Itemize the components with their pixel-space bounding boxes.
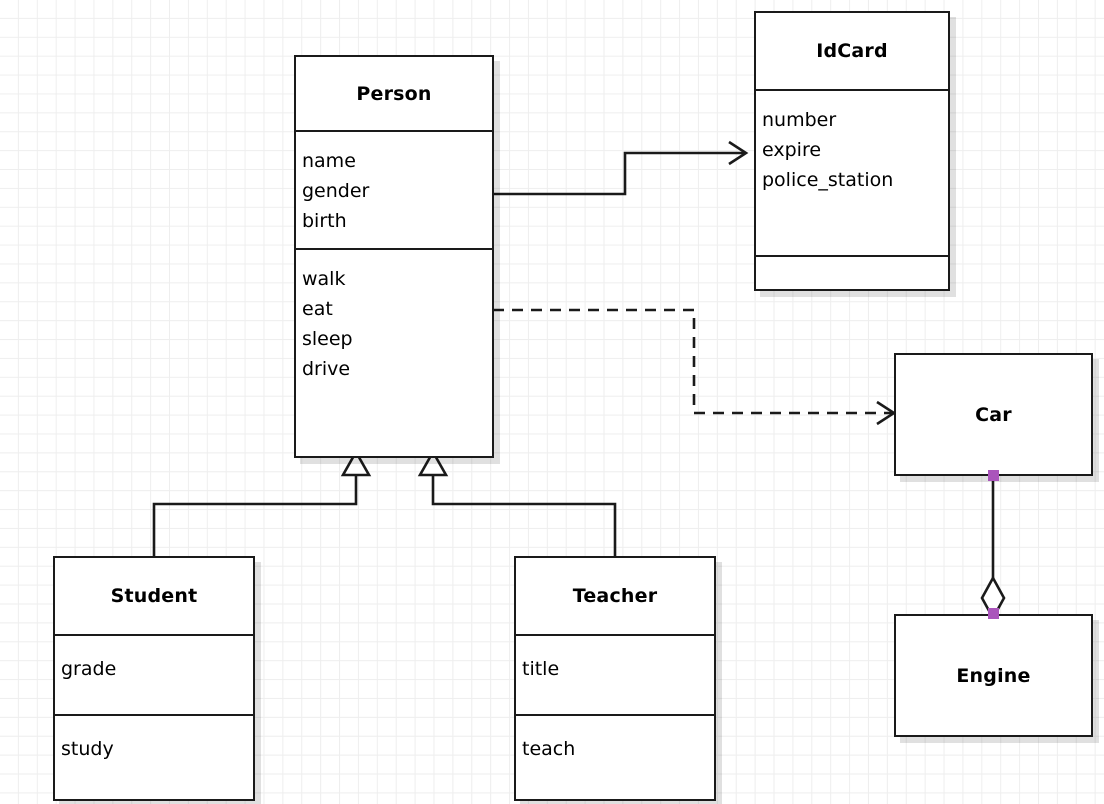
- class-box-car[interactable]: Car: [894, 353, 1093, 476]
- class-box-student[interactable]: Student grade study: [53, 556, 255, 801]
- attributes-compartment-idcard[interactable]: number expire police_station: [756, 89, 948, 255]
- attribute-item: birth: [302, 210, 347, 232]
- attribute-item: police_station: [762, 169, 894, 191]
- class-name-car: Car: [975, 403, 1012, 426]
- aggregation-car-engine[interactable]: [980, 476, 1006, 621]
- class-name-person: Person: [356, 82, 432, 105]
- class-name-idcard: IdCard: [816, 40, 888, 62]
- generalization-teacher-person[interactable]: [417, 449, 617, 556]
- attribute-item: gender: [302, 180, 370, 202]
- attribute-item: number: [762, 109, 837, 131]
- class-name-teacher: Teacher: [572, 585, 658, 607]
- class-box-idcard[interactable]: IdCard number expire police_station: [754, 11, 950, 291]
- attribute-item: expire: [762, 139, 822, 161]
- attributes-compartment-teacher[interactable]: title: [516, 634, 714, 714]
- edge-handle-target[interactable]: [988, 608, 999, 619]
- attribute-item: name: [302, 150, 356, 172]
- edge-handle-source[interactable]: [988, 470, 999, 481]
- generalization-student-person[interactable]: [152, 449, 372, 556]
- operations-compartment-student[interactable]: study: [55, 714, 253, 799]
- class-name-student: Student: [110, 585, 198, 607]
- attribute-item: grade: [61, 658, 117, 680]
- class-box-teacher[interactable]: Teacher title teach: [514, 556, 716, 801]
- operation-item: teach: [522, 738, 576, 760]
- operation-item: walk: [302, 268, 346, 290]
- attribute-item: title: [522, 658, 560, 680]
- class-box-person[interactable]: Person name gender birth walk eat sleep …: [294, 55, 494, 458]
- operation-item: study: [61, 738, 114, 760]
- operations-compartment-teacher[interactable]: teach: [516, 714, 714, 799]
- operations-compartment-person[interactable]: walk eat sleep drive: [296, 248, 492, 456]
- association-person-idcard[interactable]: [493, 140, 749, 196]
- class-name-engine: Engine: [956, 664, 1031, 687]
- operation-item: drive: [302, 358, 351, 380]
- attributes-compartment-student[interactable]: grade: [55, 634, 253, 714]
- operations-compartment-idcard[interactable]: [756, 255, 948, 289]
- class-box-engine[interactable]: Engine: [894, 614, 1093, 737]
- operation-item: sleep: [302, 328, 353, 350]
- attributes-compartment-person[interactable]: name gender birth: [296, 130, 492, 248]
- operation-item: eat: [302, 298, 333, 320]
- dependency-person-car[interactable]: [493, 308, 897, 426]
